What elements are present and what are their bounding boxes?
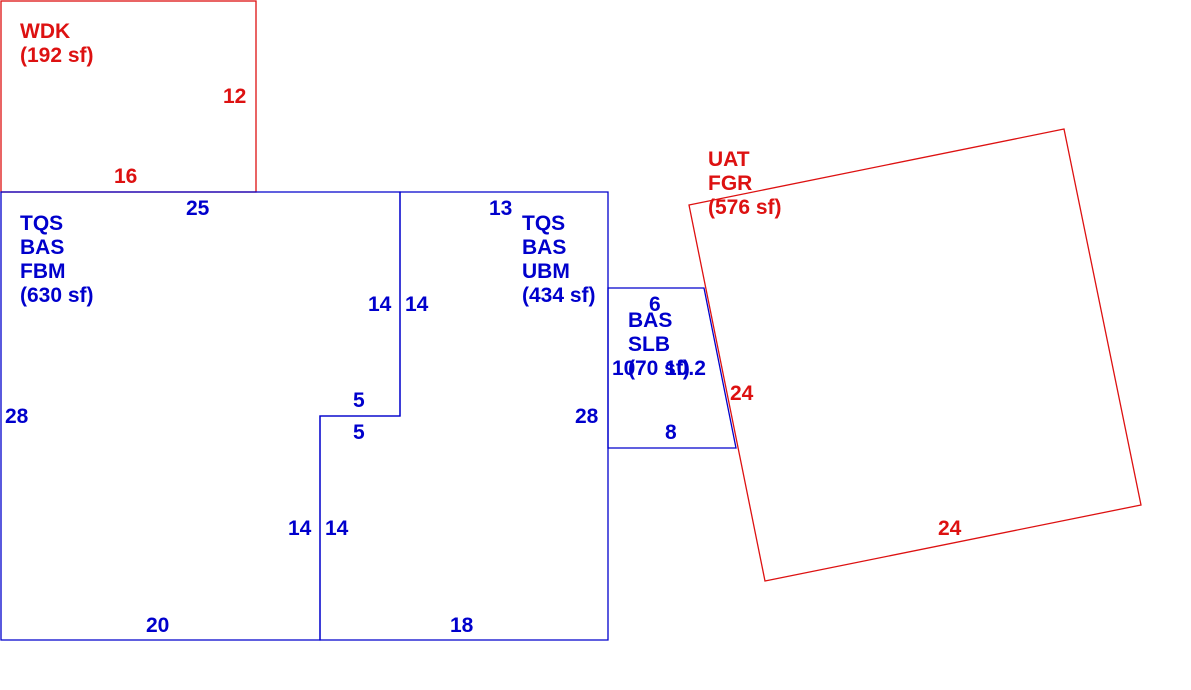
ubm-label-line1: TQS — [522, 212, 565, 235]
slb-label-line1: BAS — [628, 309, 672, 332]
ubm-step-lower-dimension: 14 — [325, 517, 349, 540]
slb-top-dimension: 6 — [649, 293, 661, 316]
fgr-label-line2: FGR — [708, 172, 752, 195]
slb-left-dimension: 10 — [612, 357, 635, 380]
fgr-area-label: (576 sf) — [708, 196, 782, 219]
fgr-label-line1: UAT — [708, 148, 750, 171]
wdk-bottom-dimension: 16 — [114, 165, 137, 188]
fbm-label-line1: TQS — [20, 212, 63, 235]
ubm-right-dimension: 28 — [575, 405, 599, 428]
slb-area-label: (70 sf) — [628, 357, 690, 380]
fbm-area-label: (630 sf) — [20, 284, 94, 307]
slb-bottom-dimension: 8 — [665, 421, 677, 444]
ubm-label-line3: UBM — [522, 260, 570, 283]
wdk-area-label: (192 sf) — [20, 44, 94, 67]
ubm-step-upper-dimension: 14 — [405, 293, 429, 316]
slb-label-line2: SLB — [628, 333, 670, 356]
fbm-step-horizontal-dimension: 5 — [353, 389, 365, 412]
ubm-step-horizontal-dimension: 5 — [353, 421, 365, 444]
fgr-outline — [688, 128, 1142, 582]
fbm-bottom-dimension: 20 — [146, 614, 169, 637]
fbm-label-line3: FBM — [20, 260, 66, 283]
fgr-left-dimension: 24 — [730, 382, 754, 405]
wdk-code-label: WDK — [20, 20, 70, 43]
ubm-outline — [319, 191, 609, 641]
ubm-label-line2: BAS — [522, 236, 566, 259]
fgr-bottom-dimension: 24 — [938, 517, 962, 540]
slb-outline — [607, 287, 737, 449]
fbm-top-dimension: 25 — [186, 197, 210, 220]
fbm-left-dimension: 28 — [5, 405, 29, 428]
ubm-area-label: (434 sf) — [522, 284, 596, 307]
fbm-step-upper-dimension: 14 — [368, 293, 392, 316]
slb-right-dimension: 10.2 — [665, 357, 706, 380]
fbm-step-lower-dimension: 14 — [288, 517, 312, 540]
ubm-top-dimension: 13 — [489, 197, 512, 220]
fbm-label-line2: BAS — [20, 236, 64, 259]
ubm-bottom-dimension: 18 — [450, 614, 474, 637]
wdk-right-dimension: 12 — [223, 85, 246, 108]
